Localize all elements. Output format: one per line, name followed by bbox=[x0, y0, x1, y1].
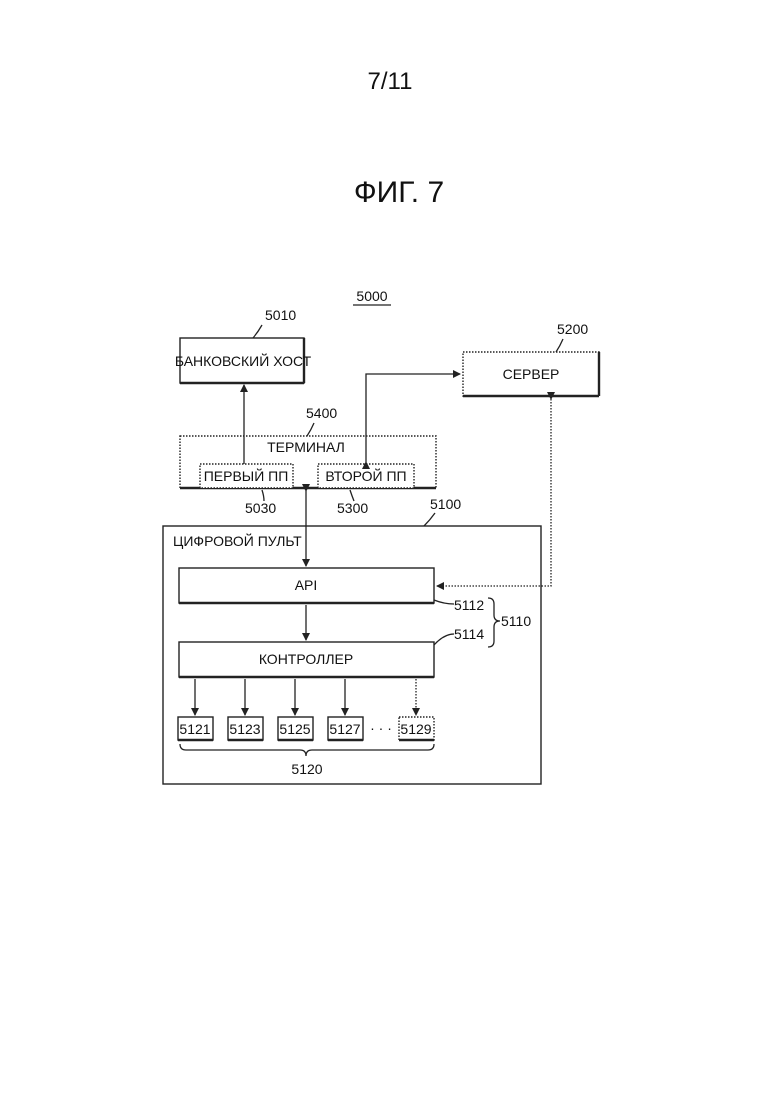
bank-host-leader bbox=[253, 325, 262, 338]
controller-box: КОНТРОЛЛЕР bbox=[179, 642, 434, 677]
controller-label: КОНТРОЛЛЕР bbox=[259, 651, 353, 667]
module-label-5129: 5129 bbox=[400, 721, 431, 737]
api-ref: 5112 bbox=[454, 597, 484, 613]
second-app-ref: 5300 bbox=[337, 500, 368, 516]
first-app-label: ПЕРВЫЙ ПП bbox=[204, 467, 289, 484]
server-label: СЕРВЕР bbox=[503, 366, 560, 382]
digital-console-leader bbox=[424, 513, 435, 526]
modules-group-ref: 5120 bbox=[291, 761, 322, 777]
terminal-label: ТЕРМИНАЛ bbox=[267, 439, 345, 455]
terminal-ref: 5400 bbox=[306, 405, 337, 421]
api-box: API bbox=[179, 568, 434, 603]
module-label-5121: 5121 bbox=[179, 721, 210, 737]
digital-console-label: ЦИФРОВОЙ ПУЛЬТ bbox=[173, 532, 302, 549]
module-label-5125: 5125 bbox=[279, 721, 310, 737]
controller-ref: 5114 bbox=[454, 626, 484, 642]
terminal-leader bbox=[307, 423, 314, 436]
bank-host-label: БАНКОВСКИЙ ХОСТ bbox=[175, 352, 312, 369]
first-app-box: ПЕРВЫЙ ПП bbox=[200, 464, 293, 488]
system-ref: 5000 bbox=[356, 288, 387, 304]
api-label: API bbox=[295, 577, 318, 593]
modules-ellipsis: · · · bbox=[370, 720, 392, 736]
server-leader bbox=[556, 339, 563, 352]
server-ref: 5200 bbox=[557, 321, 588, 337]
digital-console-ref: 5100 bbox=[430, 496, 461, 512]
server-box: СЕРВЕР bbox=[463, 352, 599, 396]
bank-host-ref: 5010 bbox=[265, 307, 296, 323]
second-app-label: ВТОРОЙ ПП bbox=[325, 467, 406, 484]
first-app-ref: 5030 bbox=[245, 500, 276, 516]
bank-host-box: БАНКОВСКИЙ ХОСТ bbox=[175, 338, 312, 383]
module-label-5123: 5123 bbox=[229, 721, 260, 737]
second-app-box: ВТОРОЙ ПП bbox=[318, 464, 414, 488]
module-label-5127: 5127 bbox=[329, 721, 360, 737]
api-controller-group-ref: 5110 bbox=[501, 613, 531, 629]
